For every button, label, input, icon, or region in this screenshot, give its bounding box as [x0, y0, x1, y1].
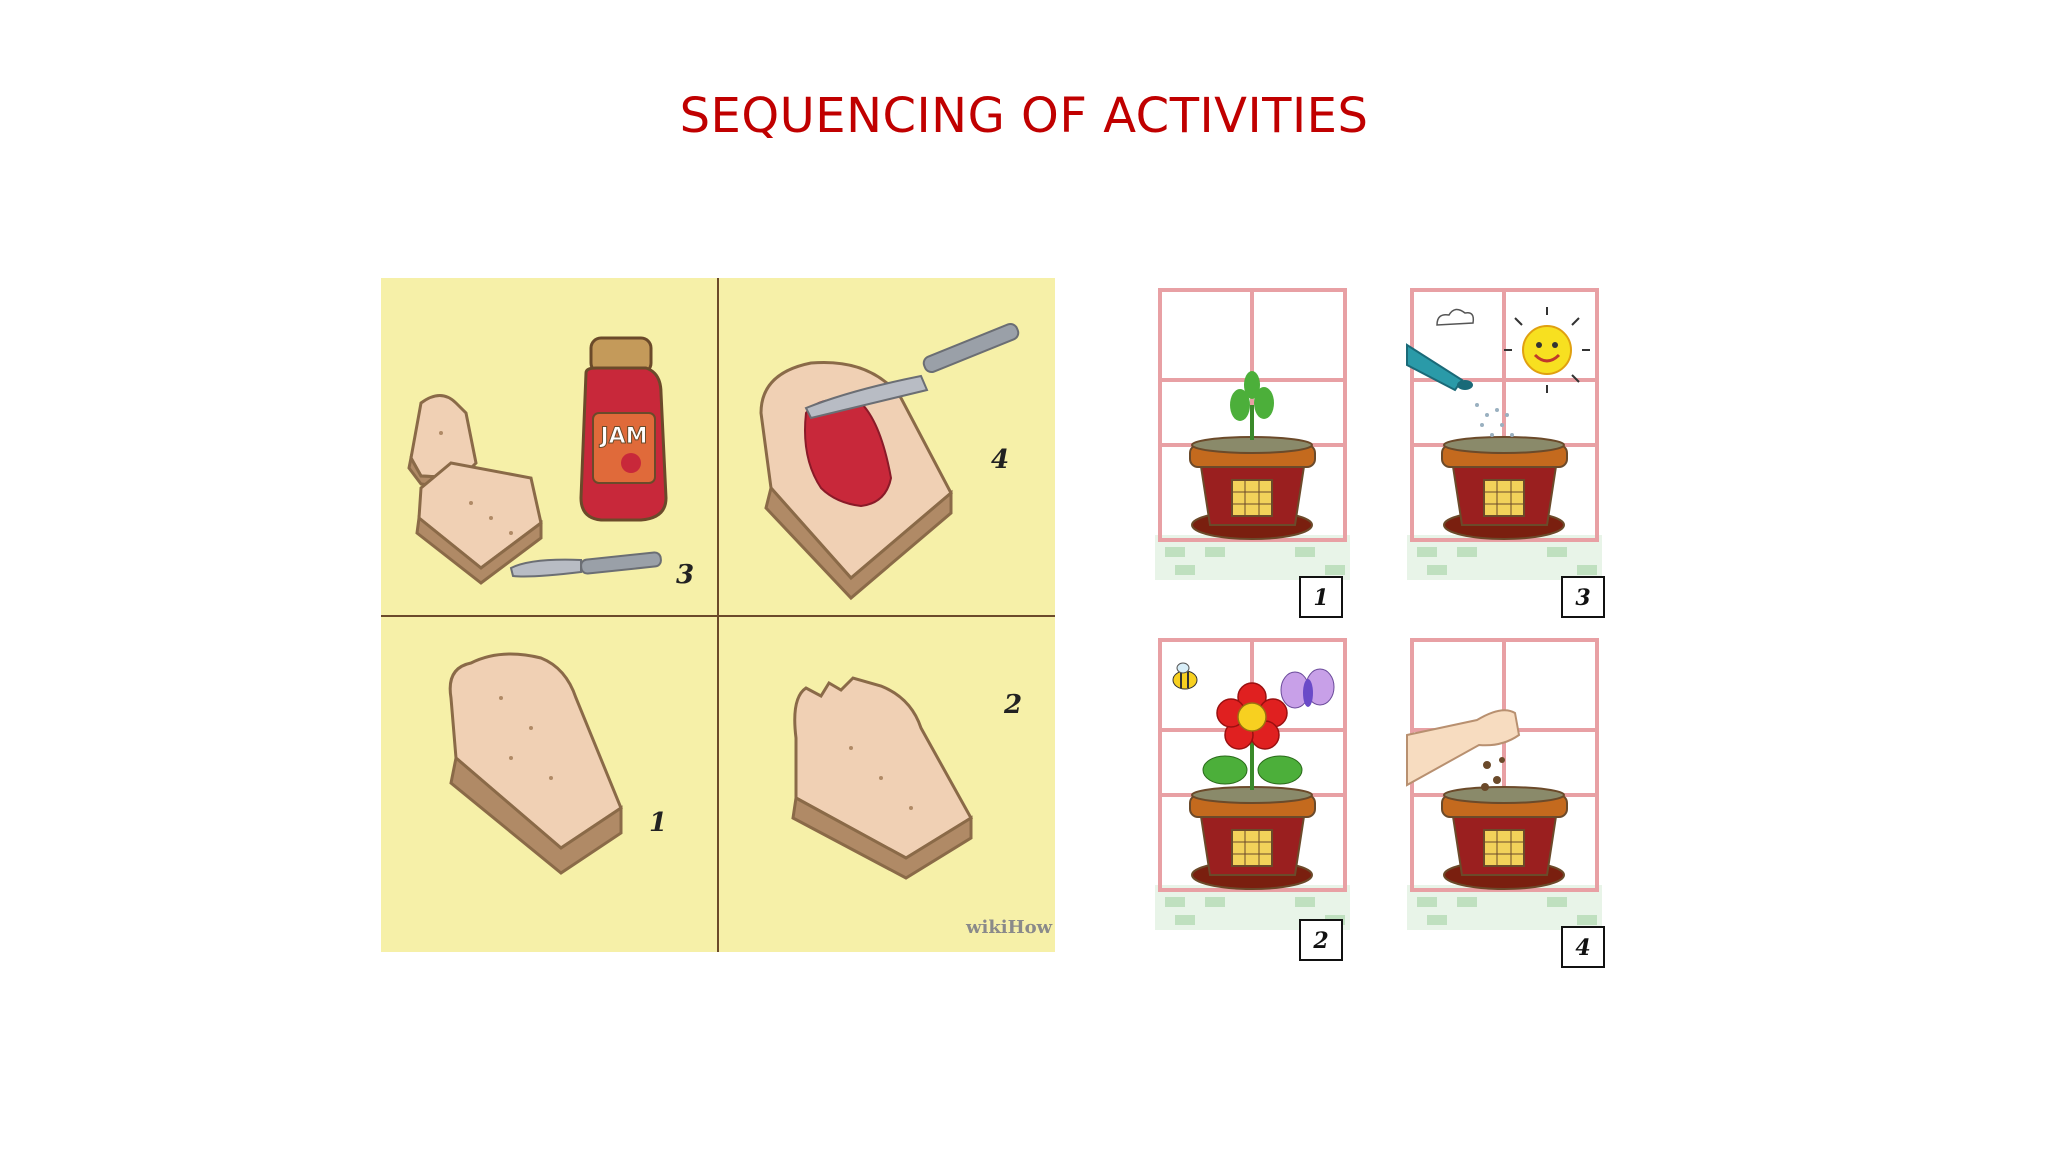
- plant-step-seeds: 4: [1406, 638, 1605, 968]
- plant-step-number: 3: [1575, 585, 1590, 611]
- sandwich-step-number: 2: [1003, 690, 1022, 720]
- slide-title: SEQUENCING OF ACTIVITIES: [679, 88, 1369, 144]
- spreading-knife-icon: [804, 322, 1020, 420]
- butter-knife-icon: [509, 551, 662, 578]
- plant-step-number: 2: [1312, 928, 1328, 954]
- butterfly-icon: [1280, 668, 1335, 709]
- plant-step-box: [1299, 919, 1343, 961]
- sandwich-sequence-image: JAM 3 4 1 2 wikiHow: [381, 278, 1055, 952]
- plant-step-flower: 2: [1155, 638, 1350, 961]
- watering-can-icon: [1406, 343, 1473, 392]
- flower-icon: [1202, 682, 1303, 790]
- wikihow-watermark: wikiHow: [965, 917, 1053, 938]
- hand-icon: [1406, 709, 1521, 787]
- bee-icon: [1172, 662, 1198, 690]
- jar-label: JAM: [598, 424, 647, 449]
- sun-icon: [1504, 307, 1590, 393]
- sandwich-step-number: 4: [991, 445, 1009, 475]
- plant-step-number: 1: [1313, 585, 1328, 611]
- bread-slices-icon: [407, 394, 543, 585]
- cloud-icon: [1436, 308, 1475, 326]
- bread-with-jam-icon: [759, 360, 953, 601]
- sandwich-step-number: 3: [676, 560, 694, 590]
- jam-jar-icon: JAM: [579, 336, 668, 522]
- water-drops: [1475, 403, 1514, 437]
- plant-step-number: 4: [1575, 935, 1590, 961]
- plant-step-sprout: 1: [1155, 288, 1350, 618]
- bitten-sandwich-icon: [791, 676, 974, 880]
- whole-sandwich-icon: [448, 652, 623, 875]
- plant-step-box: [1561, 576, 1605, 618]
- plant-sequence-image: 1 3: [1155, 288, 1605, 968]
- plant-step-box: [1561, 926, 1605, 968]
- sprout-icon: [1230, 371, 1274, 440]
- seeds: [1481, 757, 1505, 791]
- plant-step-box: [1299, 576, 1343, 618]
- sandwich-step-number: 1: [649, 808, 667, 838]
- plant-step-watering: 3: [1406, 288, 1605, 618]
